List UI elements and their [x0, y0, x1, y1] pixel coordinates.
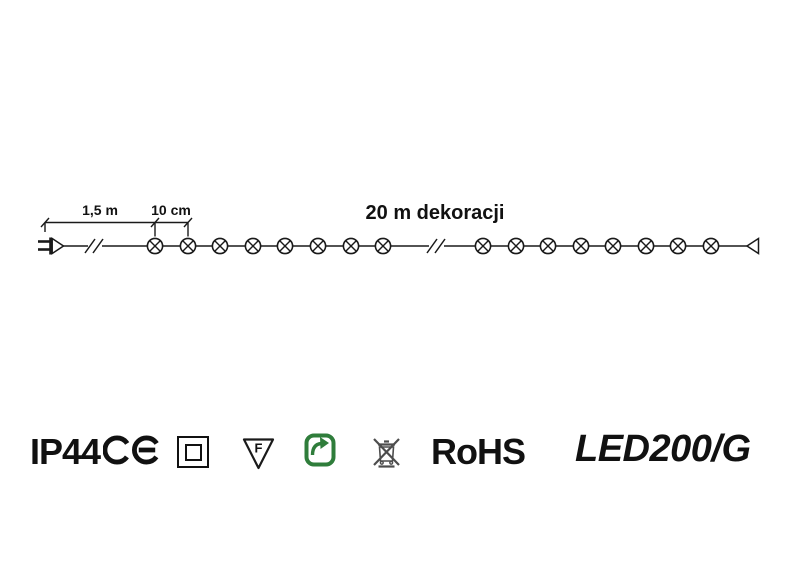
led-bulb-icon: [374, 237, 392, 255]
led-bulb-icon: [637, 237, 655, 255]
weee-bin-icon: [373, 438, 400, 468]
dimension-line: [40, 217, 193, 237]
led-bulb-icon: [669, 237, 687, 255]
ce-mark-icon: [103, 435, 161, 465]
plug-icon: [38, 237, 65, 255]
ip-rating-label: IP44: [30, 431, 101, 472]
bulb-layer: [146, 237, 720, 255]
wire-break-icon: [84, 238, 104, 254]
led-bulb-icon: [702, 237, 720, 255]
recycle-arrow-icon: [304, 433, 336, 467]
double-insulation-icon: [177, 436, 209, 468]
led-bulb-icon: [342, 237, 360, 255]
model-number: LED200/G: [575, 428, 751, 470]
led-bulb-icon: [572, 237, 590, 255]
bulb-spacing-label: 10 cm: [151, 202, 191, 218]
led-bulb-icon: [539, 237, 557, 255]
f-mark-letter: F: [255, 441, 263, 456]
led-bulb-icon: [211, 237, 229, 255]
led-bulb-icon: [276, 237, 294, 255]
led-bulb-icon: [474, 237, 492, 255]
led-bulb-icon: [244, 237, 262, 255]
led-bulb-icon: [146, 237, 164, 255]
led-bulb-icon: [179, 237, 197, 255]
led-bulb-icon: [604, 237, 622, 255]
lead-length-label: 1,5 m: [82, 202, 118, 218]
total-length-label: 20 m dekoracji: [366, 202, 505, 224]
f-mark-icon: F: [242, 438, 275, 470]
end-cap-icon: [745, 237, 760, 255]
wire-break-icon: [426, 238, 446, 254]
led-bulb-icon: [309, 237, 327, 255]
rohs-label: RoHS: [431, 431, 526, 472]
double-insulation-inner-square: [184, 443, 202, 461]
led-bulb-icon: [507, 237, 525, 255]
light-string-diagram: 1,5 m 10 cm 20 m dekoracji: [38, 202, 760, 255]
